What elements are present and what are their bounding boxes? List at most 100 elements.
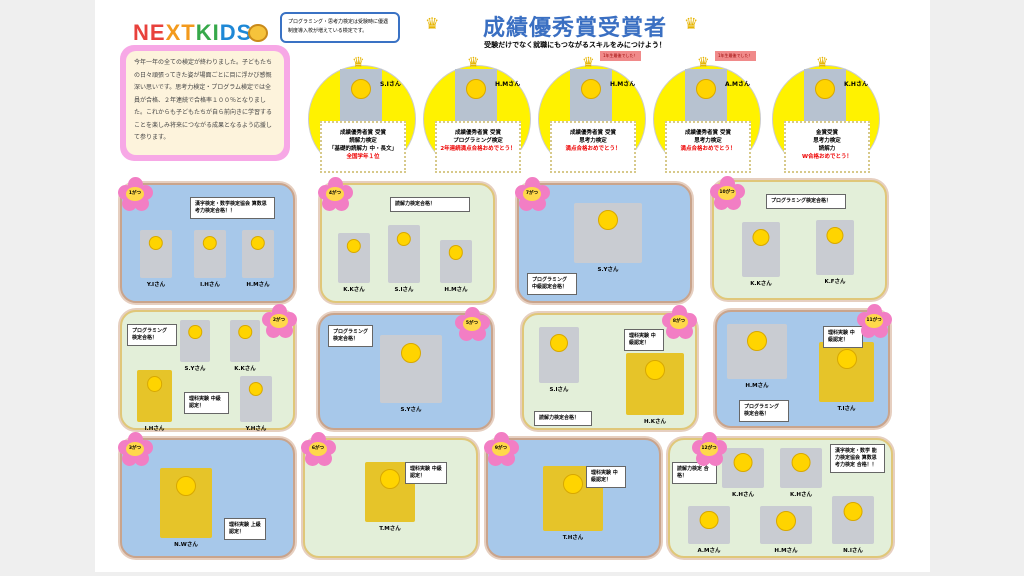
face-sticker-icon <box>791 452 811 472</box>
winner-name: S.Iさん <box>380 81 401 88</box>
winner-photo <box>455 69 497 124</box>
sakura-flower-icon: 7がつ <box>515 177 550 211</box>
student-photo <box>240 376 272 422</box>
crown-icon: ♛ <box>352 55 365 71</box>
month-badge: 8がつ <box>670 315 688 329</box>
award-line: 思考力検定 <box>579 138 607 144</box>
award-line: 金賞受賞 <box>815 130 838 136</box>
sakura-flower-icon: 6がつ <box>301 432 336 466</box>
student-name: K.Kさん <box>750 281 772 287</box>
student-name: K.Hさん <box>790 492 812 498</box>
student-name: Y.Hさん <box>245 426 267 432</box>
face-sticker-icon <box>747 330 767 351</box>
award-line: 読解力 <box>818 146 836 152</box>
award-highlight: W合格おめでとう！ <box>801 154 853 160</box>
award-line: 成績優秀者賞 受賞 <box>455 130 501 136</box>
sakura-flower-icon: 4がつ <box>318 177 353 211</box>
award-line: 成績優秀者賞 受賞 <box>685 130 731 136</box>
student-photo <box>338 233 370 283</box>
student-name: N.Wさん <box>174 542 198 548</box>
crown-icon: ♛ <box>425 14 440 33</box>
face-sticker-icon <box>176 476 196 497</box>
achievement-label: 漢字検定・数学 能力検定協会 算数思考力検定 合格！！ <box>830 444 885 473</box>
face-sticker-icon <box>202 235 218 251</box>
student-photo <box>140 230 172 278</box>
student-photo <box>230 320 260 362</box>
page-title: 成績優秀賞受賞者 <box>482 16 667 41</box>
face-sticker-icon <box>836 349 857 370</box>
award-highlight: 満点合格おめでとう！ <box>680 146 736 152</box>
sakura-flower-icon: 1がつ <box>118 177 153 211</box>
face-sticker-icon <box>380 469 400 490</box>
month-panel: T.Hさん理科実験 中級認定！9がつ <box>484 432 661 558</box>
student-photo <box>388 225 420 283</box>
sakura-flower-icon: 3がつ <box>118 432 153 466</box>
award-line: 思考力検定 <box>813 138 841 144</box>
achievement-label: プログラミング 検定合格！ <box>328 325 373 347</box>
student-name: H.Mさん <box>444 287 468 293</box>
face-sticker-icon <box>466 79 486 99</box>
student-photo <box>832 496 874 544</box>
intro-text: 今年一年の全ての検定が終わりました。子どもたちの日々頑張ってきた姿が場面ごとに目… <box>126 51 284 155</box>
winner-card: ♛S.Iさん成績優秀者賞 受賞読解力検定「基礎的読解力 中・長文」全国学年１位 <box>308 55 418 173</box>
achievement-label: 読解力検定 合格！ <box>672 462 717 484</box>
winner-name: K.Hさん <box>844 81 868 88</box>
achievement-label: 理科実験 中級認定！ <box>405 462 447 484</box>
sakura-flower-icon: 10がつ <box>710 176 745 210</box>
student-name: S.Yさん <box>597 267 619 273</box>
callout-bubble: プログラミング・思考力検定は受験時に優遇制度導入校が増えている検定です。 <box>280 12 400 43</box>
student-photo <box>574 203 642 263</box>
award-line: プログラミング検定 <box>453 138 503 144</box>
winner-photo <box>804 69 846 124</box>
student-name: I.Hさん <box>144 426 165 432</box>
student-photo <box>539 327 579 383</box>
face-sticker-icon <box>843 501 863 521</box>
student-name: S.Yさん <box>184 366 206 372</box>
student-photo <box>688 506 730 544</box>
student-name: S.Iさん <box>394 287 414 293</box>
student-name: H.Mさん <box>745 383 769 389</box>
student-name: K.Kさん <box>234 366 256 372</box>
month-badge: 7がつ <box>523 187 541 201</box>
crown-icon: ♛ <box>467 55 480 71</box>
sakura-flower-icon: 12がつ <box>692 432 727 466</box>
award-certificate: 成績優秀者賞 受賞思考力検定満点合格おめでとう！ <box>550 121 636 173</box>
month-panel: T.Mさん 理科実験 中級認定！ 6がつ <box>301 432 478 558</box>
student-photo <box>816 220 854 275</box>
face-sticker-icon <box>396 231 412 247</box>
award-line: 「基礎的読解力 中・長文」 <box>329 146 397 152</box>
face-sticker-icon <box>752 228 770 246</box>
face-sticker-icon <box>581 79 601 99</box>
face-sticker-icon <box>699 510 719 530</box>
face-sticker-icon <box>733 452 753 472</box>
month-badge: 4がつ <box>326 187 344 201</box>
award-line: 読解力検定 <box>349 138 377 144</box>
award-certificate: 成績優秀者賞 受賞思考力検定満点合格おめでとう！ <box>665 121 751 173</box>
student-photo <box>137 370 172 422</box>
achievement-label: 理科実験 中級認定！ <box>184 392 229 414</box>
crown-icon: ♛ <box>582 55 595 71</box>
face-sticker-icon <box>146 376 163 392</box>
subtitle: 受験だけでなく就職にもつながるスキルをみにつけよう！ <box>484 41 666 49</box>
student-photo <box>180 320 210 362</box>
award-certificate: 成績優秀者賞 受賞読解力検定「基礎的読解力 中・長文」全国学年１位 <box>320 121 406 173</box>
student-name: S.Yさん <box>400 407 422 413</box>
award-highlight: 2年連続満点合格おめでとう！ <box>440 146 516 152</box>
face-sticker-icon <box>815 79 835 99</box>
face-sticker-icon <box>148 235 164 251</box>
face-sticker-icon <box>401 343 421 364</box>
student-name: T.Mさん <box>379 526 401 532</box>
award-highlight: 満点合格おめでとう！ <box>565 146 621 152</box>
achievement-label: プログラミング検定合格！ <box>766 194 846 209</box>
month-badge: 5がつ <box>463 317 481 331</box>
month-badge: 1がつ <box>126 187 144 201</box>
sakura-flower-icon: 9がつ <box>484 432 519 466</box>
winner-photo <box>340 69 382 124</box>
sakura-flower-icon: 5がつ <box>455 307 490 341</box>
